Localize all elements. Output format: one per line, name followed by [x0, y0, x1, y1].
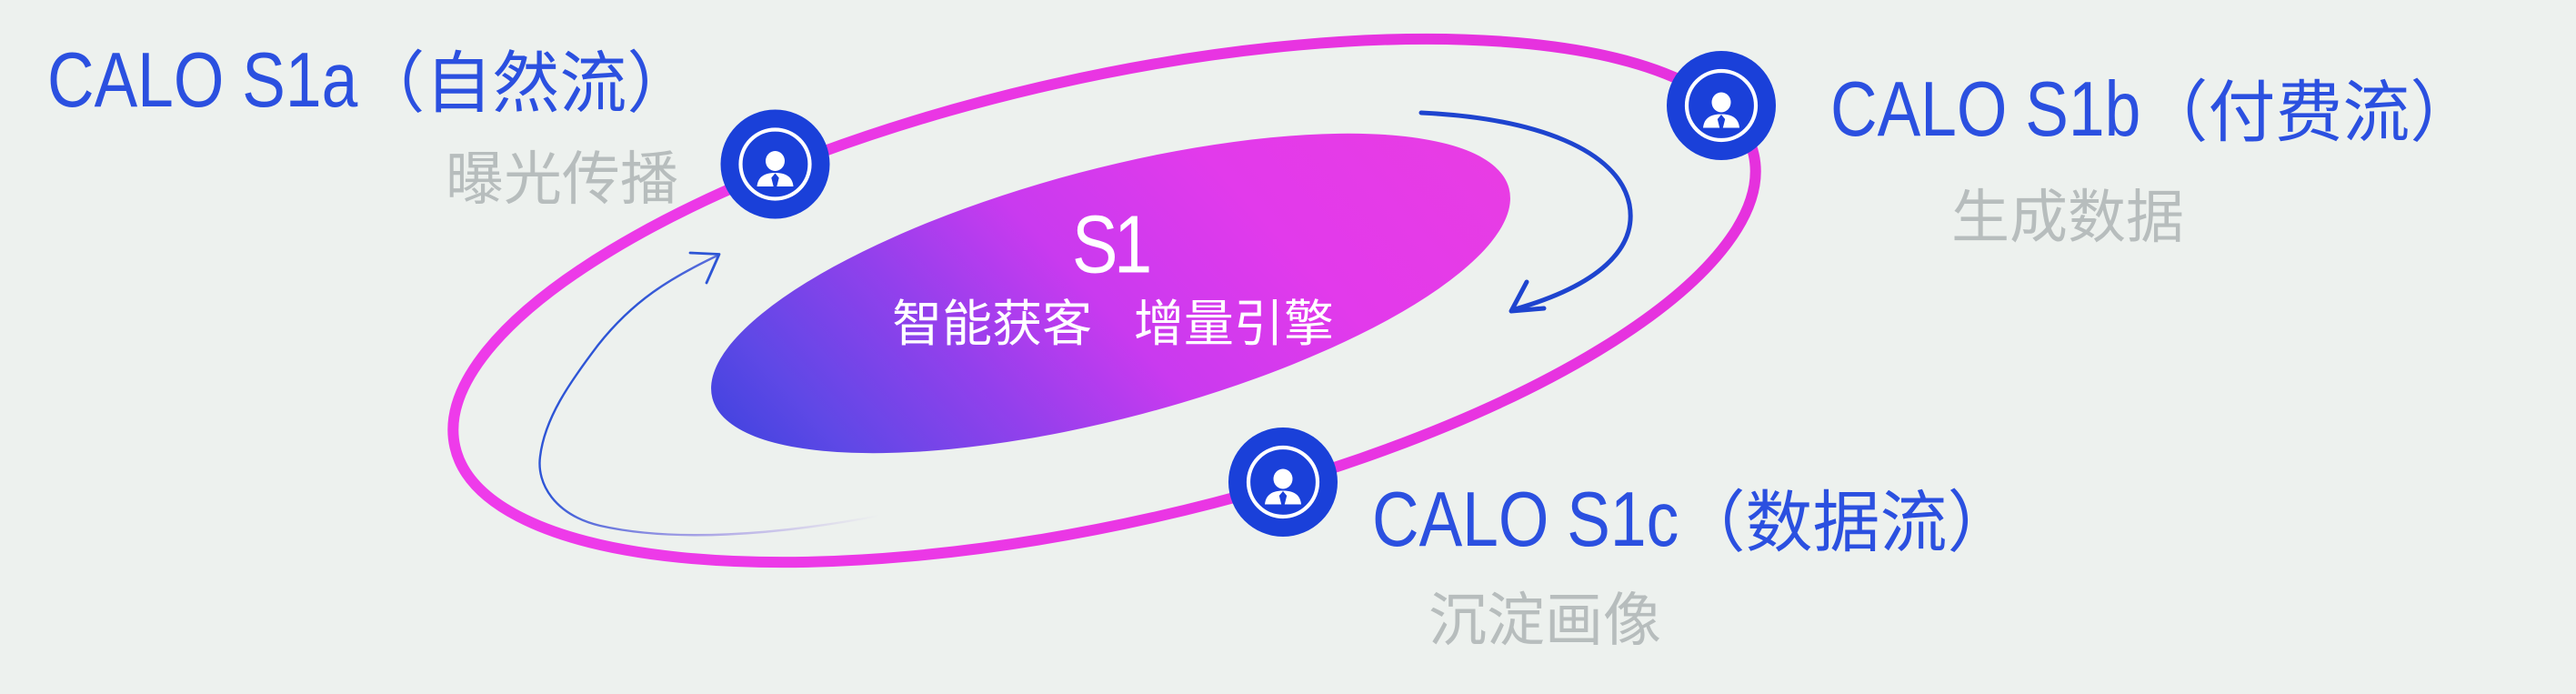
- person-icon: [757, 151, 794, 186]
- person-icon: [1265, 468, 1301, 505]
- label-s1c: CALO S1c（数据流）: [1372, 477, 2015, 563]
- badge-s1a: [720, 109, 830, 219]
- top-flow-arrowhead: [1509, 279, 1547, 314]
- label-s1a-code: CALO S1a: [47, 37, 358, 124]
- left-flow-arrow: [538, 253, 880, 537]
- left-flow-arrowhead: [688, 251, 721, 285]
- badge-s1c: [1228, 427, 1338, 537]
- core-title: S1: [1071, 199, 1152, 291]
- badge-s1b: [1667, 51, 1776, 160]
- label-s1b-code: CALO S1b: [1830, 66, 2141, 153]
- label-s1b: CALO S1b（付费流）: [1830, 66, 2478, 153]
- top-flow-arrow: [1418, 110, 1633, 312]
- label-s1a-paren: （自然流）: [357, 45, 695, 121]
- core-ellipse: [711, 133, 1510, 454]
- orbit-ring: [447, 33, 1761, 568]
- label-s1c-code: CALO S1c: [1372, 477, 1679, 563]
- person-icon: [1703, 92, 1739, 128]
- subtitle-s1c: 沉淀画像: [1428, 588, 1661, 653]
- label-s1a: CALO S1a（自然流）: [47, 37, 695, 124]
- core-tagline: 智能获客 增量引擎: [892, 296, 1334, 352]
- subtitle-s1a: 曝光传播: [446, 146, 678, 212]
- subtitle-s1b: 生成数据: [1951, 185, 2184, 250]
- label-s1c-paren: （数据流）: [1678, 485, 2015, 560]
- label-s1b-paren: （付费流）: [2140, 75, 2478, 150]
